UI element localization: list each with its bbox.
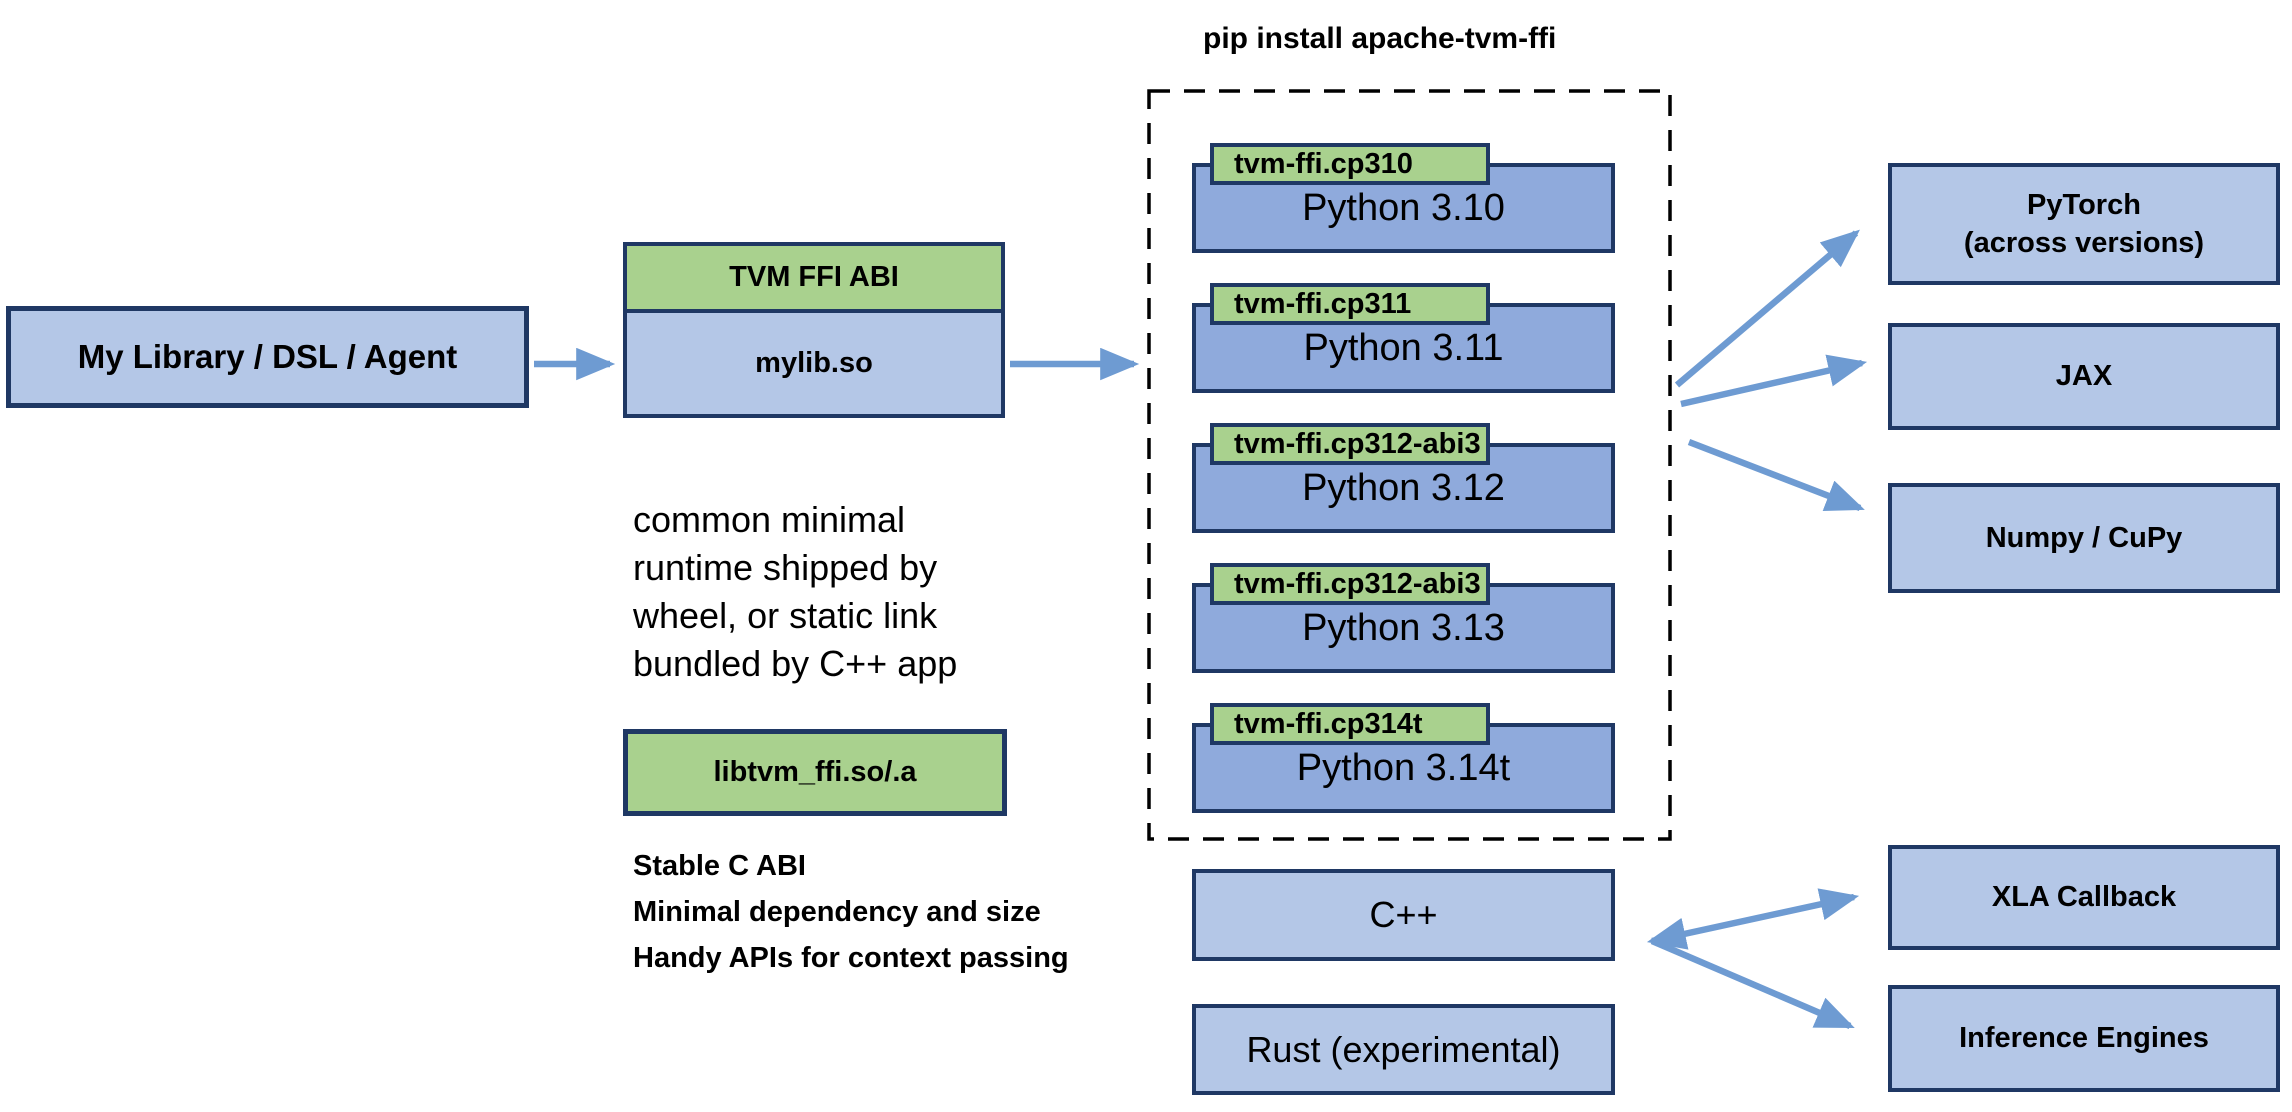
feature-minimal-dependency: Minimal dependency and size <box>633 896 1041 928</box>
libtvm-ffi-box: libtvm_ffi.so/.a <box>623 729 1007 816</box>
python-313-label: Python 3.13 <box>1302 606 1505 649</box>
numpy-cupy-box: Numpy / CuPy <box>1888 483 2280 593</box>
runtime-note: common minimal runtime shipped by wheel,… <box>633 496 1093 688</box>
arrow-pip-to-pytorch <box>1674 229 1860 388</box>
ffi-abi-box: TVM FFI ABI mylib.so <box>623 242 1005 418</box>
wheel-tag-cp310: tvm-ffi.cp310 <box>1210 143 1490 185</box>
wheel-tag-cp310-label: tvm-ffi.cp310 <box>1234 147 1413 180</box>
mylib-label: mylib.so <box>755 347 873 379</box>
arrow-pip-to-numpy <box>1687 438 1865 512</box>
pytorch-label-line1: PyTorch <box>2027 189 2141 221</box>
rust-label: Rust (experimental) <box>1246 1028 1561 1070</box>
pytorch-label-line2: (across versions) <box>1963 227 2205 259</box>
pytorch-box: PyTorch (across versions) <box>1888 163 2280 285</box>
arrow-pip-to-jax <box>1680 354 1868 408</box>
feature-handy-apis: Handy APIs for context passing <box>633 942 1069 974</box>
wheel-tag-cp314t-label: tvm-ffi.cp314t <box>1234 707 1423 740</box>
feature-stable-c-abi: Stable C ABI <box>633 850 806 882</box>
wheel-tag-cp314t: tvm-ffi.cp314t <box>1210 703 1490 745</box>
wheel-tag-cp312-abi3: tvm-ffi.cp312-abi3 <box>1210 423 1490 465</box>
arrow-cpp-to-inference <box>1650 938 1855 1029</box>
cpp-label: C++ <box>1369 894 1438 935</box>
xla-callback-box: XLA Callback <box>1888 845 2280 950</box>
ffi-abi-header-label: TVM FFI ABI <box>729 261 899 293</box>
runtime-note-line-4: bundled by C++ app <box>633 643 958 684</box>
ffi-abi-header: TVM FFI ABI <box>627 246 1001 313</box>
wheel-tag-cp311: tvm-ffi.cp311 <box>1210 283 1490 325</box>
xla-callback-label: XLA Callback <box>1991 881 2177 913</box>
mylib-body: mylib.so <box>627 313 1001 414</box>
inference-engines-box: Inference Engines <box>1888 985 2280 1092</box>
rust-box: Rust (experimental) <box>1192 1004 1615 1095</box>
my-library-box: My Library / DSL / Agent <box>6 306 529 408</box>
arrow-cpp-to-xla <box>1646 888 1860 950</box>
jax-label: JAX <box>2055 360 2113 392</box>
inference-engines-label: Inference Engines <box>1959 1022 2209 1054</box>
pip-install-title: pip install apache-tvm-ffi <box>1203 22 1557 55</box>
jax-box: JAX <box>1888 323 2280 430</box>
runtime-note-line-3: wheel, or static link <box>633 595 938 636</box>
my-library-label: My Library / DSL / Agent <box>77 338 458 375</box>
wheel-tag-cp312-abi3-2: tvm-ffi.cp312-abi3 <box>1210 563 1490 605</box>
libtvm-features: Stable C ABI Minimal dependency and size… <box>633 843 1153 981</box>
libtvm-ffi-label: libtvm_ffi.so/.a <box>713 756 917 788</box>
python-312-label: Python 3.12 <box>1302 466 1505 509</box>
python-314t-label: Python 3.14t <box>1296 746 1511 789</box>
python-310-label: Python 3.10 <box>1302 186 1505 229</box>
wheel-tag-cp312-abi3-label: tvm-ffi.cp312-abi3 <box>1234 427 1481 460</box>
cpp-box: C++ <box>1192 869 1615 961</box>
runtime-note-line-1: common minimal <box>633 499 906 540</box>
wheel-tag-cp311-label: tvm-ffi.cp311 <box>1234 287 1412 320</box>
numpy-cupy-label: Numpy / CuPy <box>1985 521 2183 554</box>
python-311-label: Python 3.11 <box>1303 326 1504 369</box>
wheel-tag-cp312-abi3-2-label: tvm-ffi.cp312-abi3 <box>1234 567 1481 600</box>
runtime-note-line-2: runtime shipped by <box>633 547 938 588</box>
